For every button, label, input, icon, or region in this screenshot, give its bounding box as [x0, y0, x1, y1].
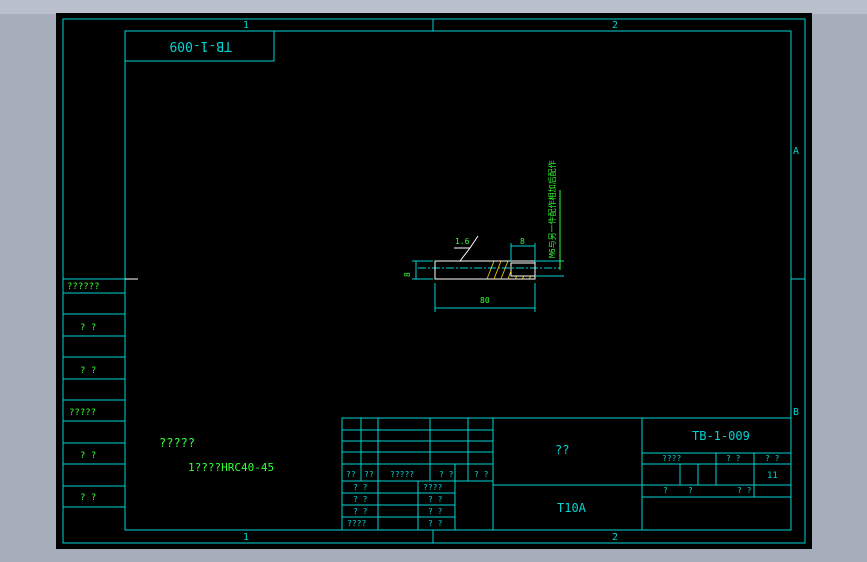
tb-scale-header: ????	[662, 454, 681, 463]
tb-row-left-4: ????	[347, 519, 366, 528]
tb-row-left-1: ? ?	[353, 483, 368, 492]
hatch-section	[486, 260, 532, 280]
tb-sign-cell-3: ?????	[390, 470, 414, 479]
mirrored-stamp-text: TB-1-009	[169, 38, 232, 53]
zone-right-b: B	[793, 407, 799, 418]
notes-line-1: 1????HRC40-45	[188, 461, 274, 474]
left-table-cell-5: ? ?	[80, 451, 96, 461]
left-table-cell-6: ? ?	[80, 493, 96, 503]
left-table-cell-1: ??????	[67, 282, 100, 292]
tb-row-right-3: ? ?	[428, 519, 443, 528]
tb-row-right-1: ? ?	[428, 495, 443, 504]
tb-bottom-mid: ?	[688, 486, 693, 495]
dimension-lines	[412, 190, 561, 312]
notes-title: ?????	[159, 436, 195, 450]
tb-row-left-3: ? ?	[353, 507, 368, 516]
part-name: ??	[555, 443, 569, 457]
drawing-sheet	[56, 13, 812, 549]
drawing-number: TB-1-009	[692, 429, 750, 443]
tb-sign-cell-2: ??	[364, 470, 374, 479]
tb-col2-header: ? ?	[726, 454, 741, 463]
left-table-cell-3: ? ?	[80, 366, 96, 376]
tb-sign-cell-4: ? ?	[439, 470, 454, 479]
inner-border	[124, 30, 792, 531]
left-side-table	[63, 278, 125, 508]
tb-sheet-value: 11	[767, 471, 778, 481]
tb-sign-cell-5: ? ?	[474, 470, 489, 479]
zone-right-a: A	[793, 146, 799, 157]
viewport-top-strip	[0, 0, 867, 14]
material: T10A	[557, 501, 587, 515]
zone-top-2: 2	[612, 20, 618, 31]
surface-finish-value: 1.6	[455, 237, 470, 246]
dim-chamfer: 8	[520, 237, 525, 246]
zone-bottom-2: 2	[612, 532, 618, 543]
machining-note: M6与另一件配作相加后配作	[547, 160, 557, 258]
zone-top-1: 1	[243, 20, 249, 31]
tb-sign-cell-1: ??	[346, 470, 356, 479]
left-table-cell-4: ?????	[69, 408, 96, 418]
stamp-box	[124, 30, 275, 62]
tb-bottom-right: ? ?	[737, 486, 752, 495]
title-block-lines	[341, 417, 792, 531]
tb-row-right-2: ? ?	[428, 507, 443, 516]
dim-diameter: 8	[403, 272, 412, 277]
tb-bottom-left: ?	[663, 486, 668, 495]
left-table-cell-2: ? ?	[80, 323, 96, 333]
tb-sign-header-small: ????	[423, 483, 442, 492]
zone-bottom-1: 1	[243, 532, 249, 543]
tb-row-left-2: ? ?	[353, 495, 368, 504]
tb-col3-header: ? ?	[765, 454, 780, 463]
dim-length: 80	[480, 296, 490, 305]
outer-border	[62, 18, 806, 544]
part-drawing	[418, 260, 564, 280]
